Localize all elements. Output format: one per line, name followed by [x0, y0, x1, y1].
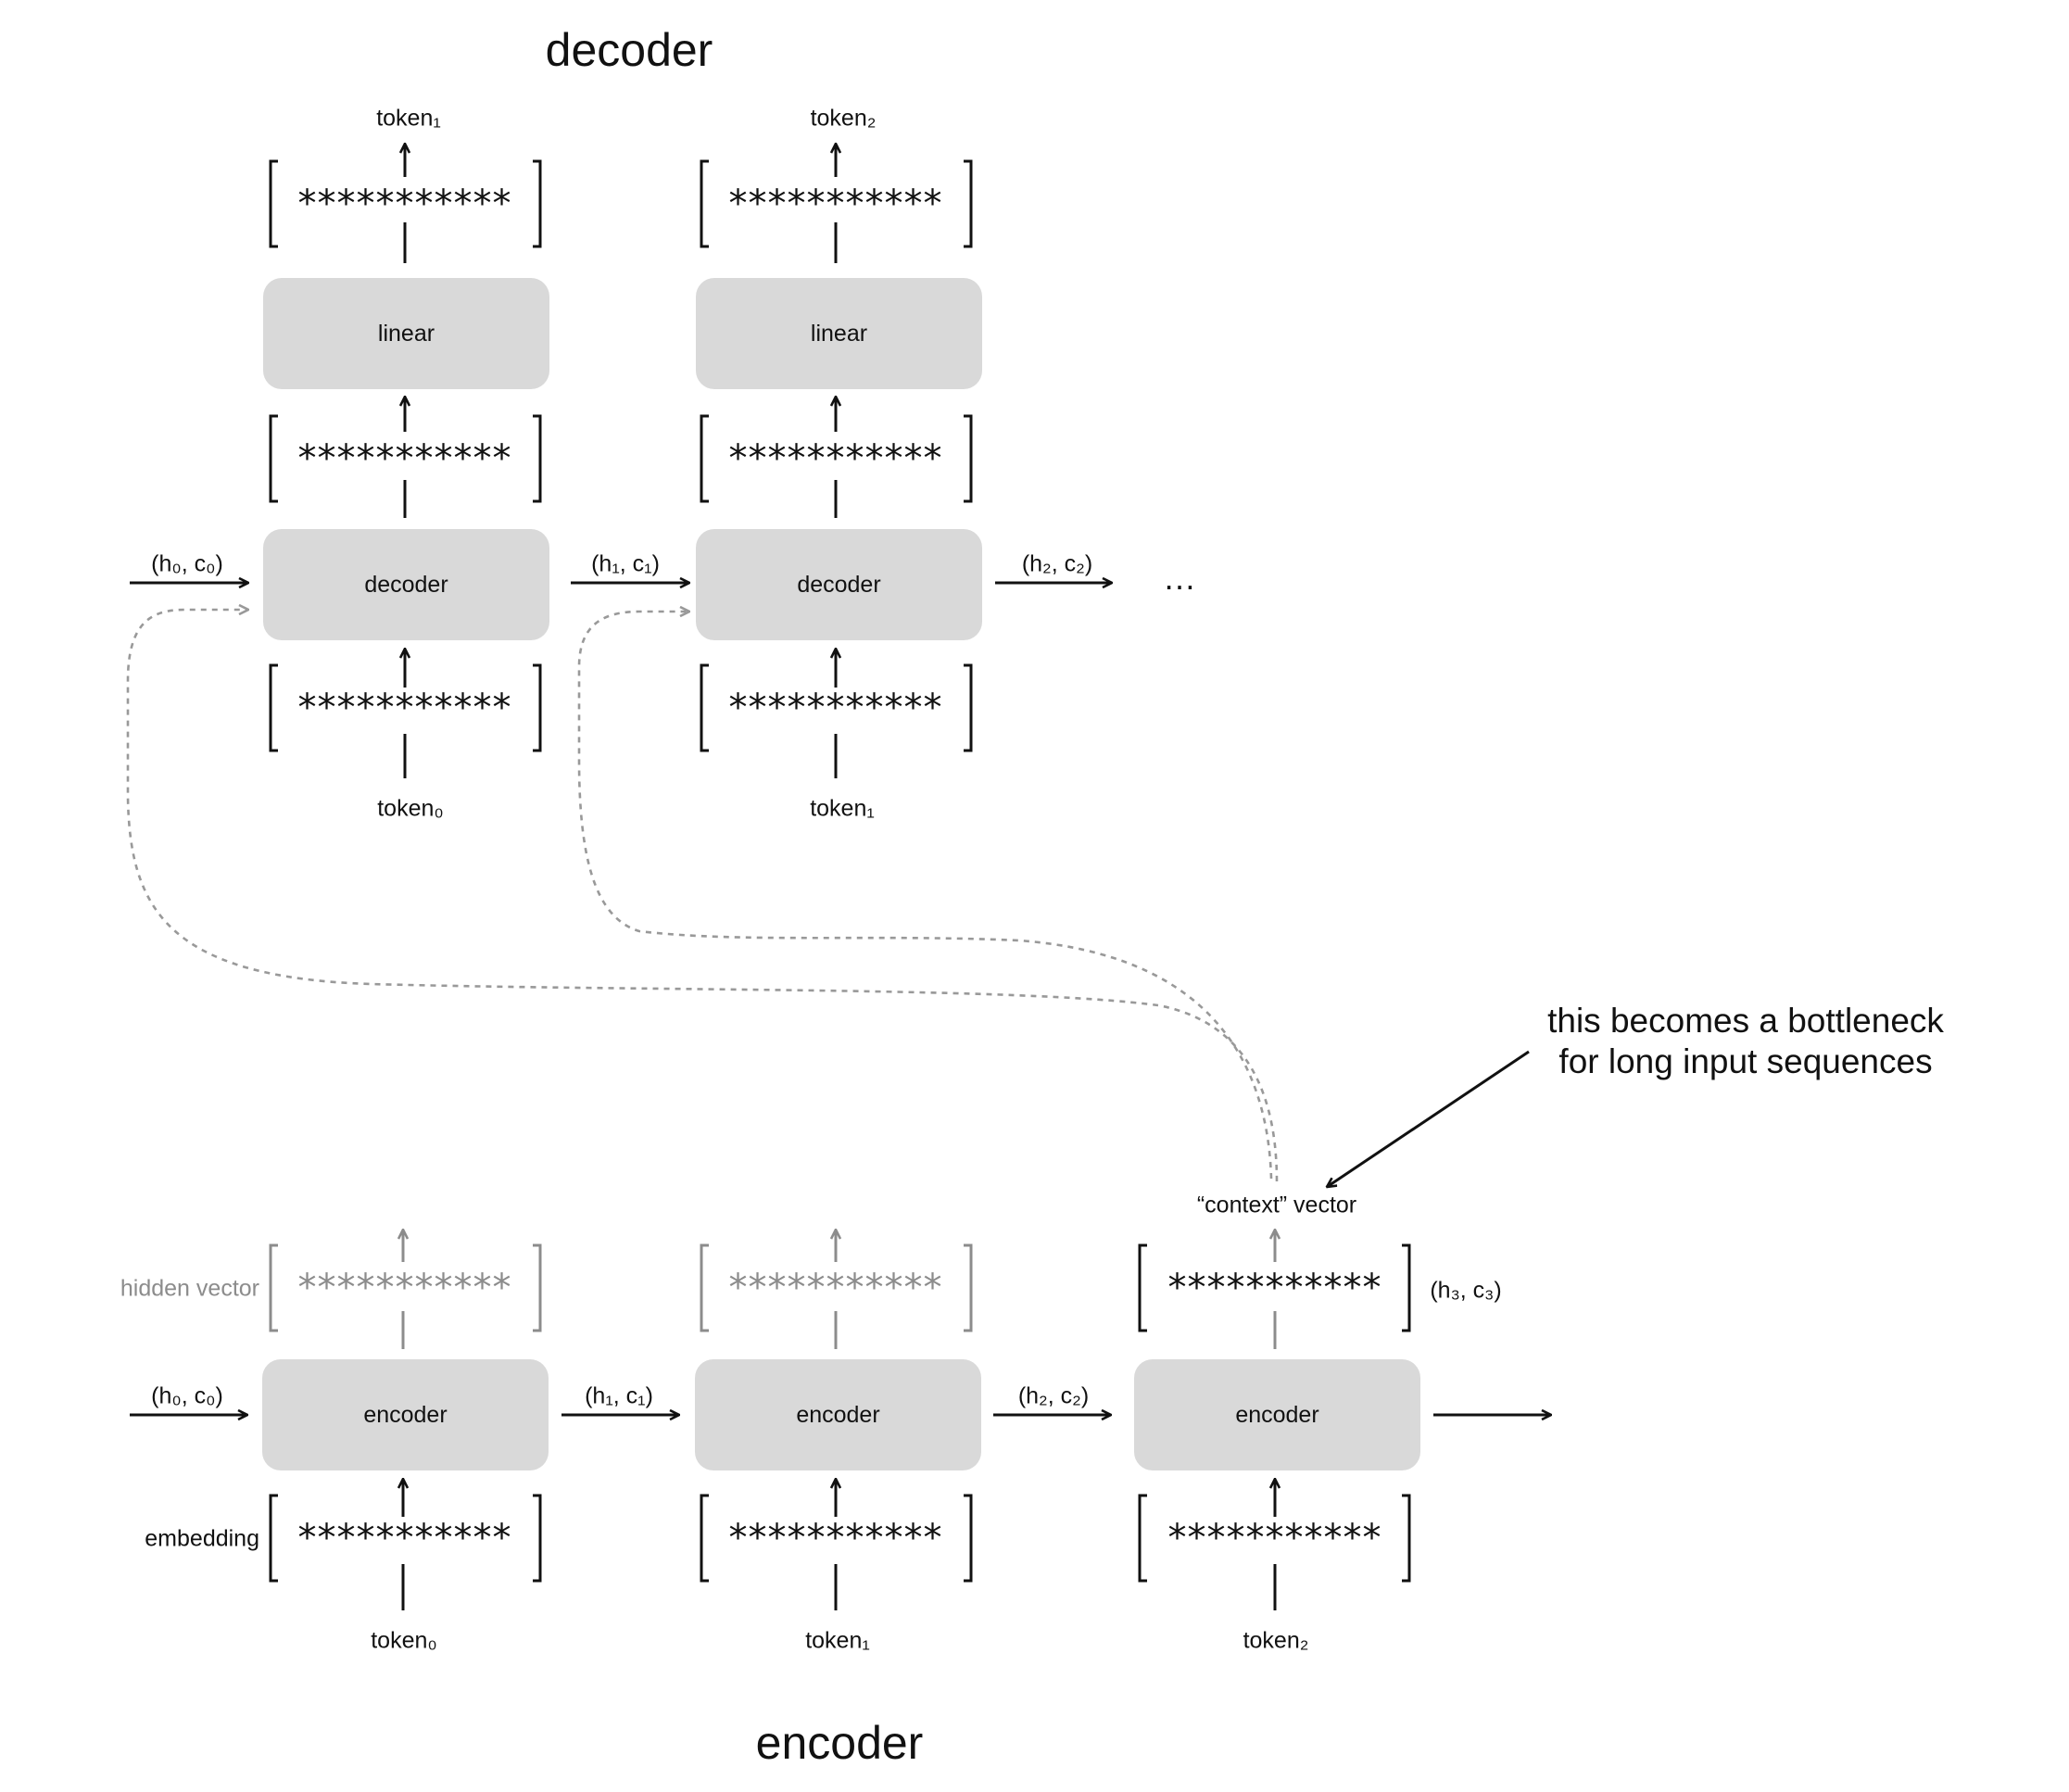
decoder-output-token-1: token₁ [376, 105, 441, 132]
linear-block-1: linear [263, 278, 549, 389]
decoder-block-1: decoder [263, 529, 549, 640]
decoder-hidden-vector-2: *********** [728, 437, 943, 480]
decoder-output-vector-2: *********** [728, 183, 943, 225]
decoder-ellipsis: … [1163, 559, 1196, 597]
decoder-input-token-2: token₁ [810, 795, 875, 822]
encoder-input-token-3: token₂ [1243, 1627, 1309, 1654]
decoder-embedding-vector-2: *********** [728, 687, 943, 729]
encoder-embedding-vector-3: *********** [1167, 1517, 1382, 1559]
decoder-block-1-label: decoder [364, 571, 448, 598]
encoder-final-state: (h₃, c₃) [1430, 1277, 1502, 1304]
bottleneck-arrow [1327, 1050, 1530, 1187]
decoder-state-out: (h₂, c₂) [1021, 550, 1093, 577]
encoder-embedding-vector-2: *********** [728, 1517, 943, 1559]
decoder-state-in-1: (h₀, c₀) [151, 550, 223, 577]
encoder-state-in-2: (h₁, c₁) [585, 1382, 653, 1409]
encoder-block-3-label: encoder [1235, 1401, 1319, 1428]
encoder-step-3-lines [993, 1230, 1551, 1610]
decoder-output-vector-1: *********** [297, 183, 512, 225]
encoder-input-token-1: token₀ [371, 1627, 437, 1654]
bottleneck-note-line-1: this becomes a bottleneck [1547, 1002, 1944, 1040]
encoder-embedding-vector-1: *********** [297, 1517, 512, 1559]
encoder-block-2-label: encoder [796, 1401, 880, 1428]
encoder-hidden-vector-3: *********** [1167, 1267, 1382, 1309]
hidden-vector-label: hidden vector [120, 1275, 259, 1302]
decoder-input-token-1: token₀ [377, 795, 444, 822]
encoder-block-3: encoder [1134, 1359, 1420, 1470]
context-vector-label: “context” vector [1196, 1192, 1357, 1218]
encoder-block-2: encoder [695, 1359, 981, 1470]
decoder-block-2: decoder [696, 529, 982, 640]
encoder-hidden-vector-1: *********** [297, 1267, 512, 1309]
context-dashed-lines [126, 610, 1279, 1182]
linear-block-2-label: linear [810, 320, 868, 347]
encoder-state-in-1: (h₀, c₀) [151, 1382, 223, 1409]
decoder-step-2-lines [571, 144, 1112, 778]
decoder-step-1-lines [130, 144, 542, 778]
encoder-input-token-2: token₁ [805, 1627, 870, 1654]
bottleneck-note: this becomes a bottleneck for long input… [1547, 1001, 1944, 1083]
decoder-title: decoder [545, 24, 713, 76]
encoder-state-in-3: (h₂, c₂) [1017, 1382, 1090, 1409]
decoder-block-2-label: decoder [797, 571, 881, 598]
encoder-step-2-lines [561, 1230, 973, 1610]
embedding-label: embedding [145, 1525, 259, 1552]
encoder-title: encoder [755, 1717, 924, 1769]
bottleneck-note-line-2: for long input sequences [1558, 1042, 1933, 1081]
encoder-block-1: encoder [262, 1359, 549, 1470]
decoder-output-token-2: token₂ [810, 105, 877, 132]
linear-block-1-label: linear [377, 320, 435, 347]
decoder-embedding-vector-1: *********** [297, 687, 512, 729]
encoder-hidden-vector-2: *********** [728, 1267, 943, 1309]
encoder-block-1-label: encoder [363, 1401, 448, 1428]
decoder-hidden-vector-1: *********** [297, 437, 512, 480]
linear-block-2: linear [696, 278, 982, 389]
decoder-state-in-2: (h₁, c₁) [591, 550, 660, 577]
encoder-step-1-lines [130, 1230, 542, 1610]
